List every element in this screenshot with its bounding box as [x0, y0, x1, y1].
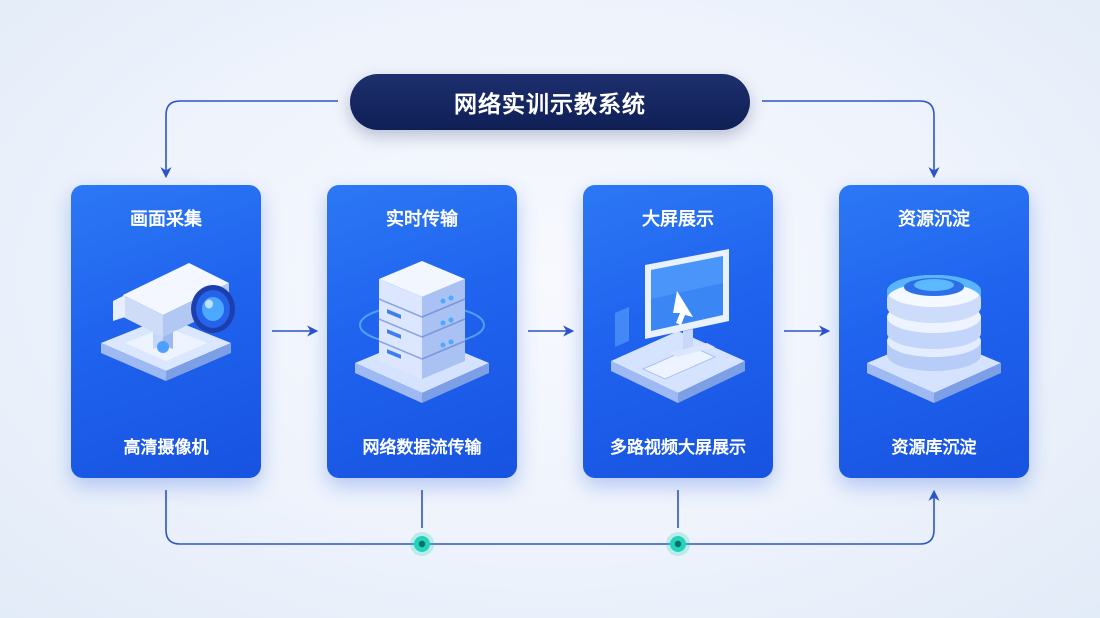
stage-card-capture: 画面采集 高清摄像机: [71, 185, 261, 478]
system-title-pill: 网络实训示教系统: [350, 74, 750, 130]
system-title: 网络实训示教系统: [454, 92, 646, 118]
stage-card-storage: 资源沉淀 资源库沉淀: [839, 185, 1029, 478]
monitor-icon: [611, 249, 745, 403]
stage-subtitle: 多路视频大屏展示: [610, 438, 746, 458]
top-left-connector: [160, 100, 338, 179]
stage-title: 资源沉淀: [898, 209, 970, 230]
stage-subtitle: 网络数据流传输: [362, 438, 482, 458]
stage-title: 大屏展示: [642, 209, 714, 230]
stage-subtitle: 高清摄像机: [123, 438, 209, 458]
stage-title: 画面采集: [130, 209, 202, 230]
bottom-loop-connector: [165, 489, 940, 545]
junction-node-1: [410, 532, 434, 556]
server-icon: [355, 261, 489, 403]
stage-subtitle: 资源库沉淀: [891, 438, 977, 458]
database-icon: [867, 275, 1001, 403]
stage-card-display: 大屏展示 多路视频大屏展示: [583, 185, 773, 478]
stage-title: 实时传输: [386, 209, 458, 230]
camera-icon: [101, 263, 235, 381]
stage-card-transmission: 实时传输 网络数据流传输: [327, 185, 517, 478]
top-right-connector: [762, 100, 940, 179]
junction-node-2: [666, 532, 690, 556]
